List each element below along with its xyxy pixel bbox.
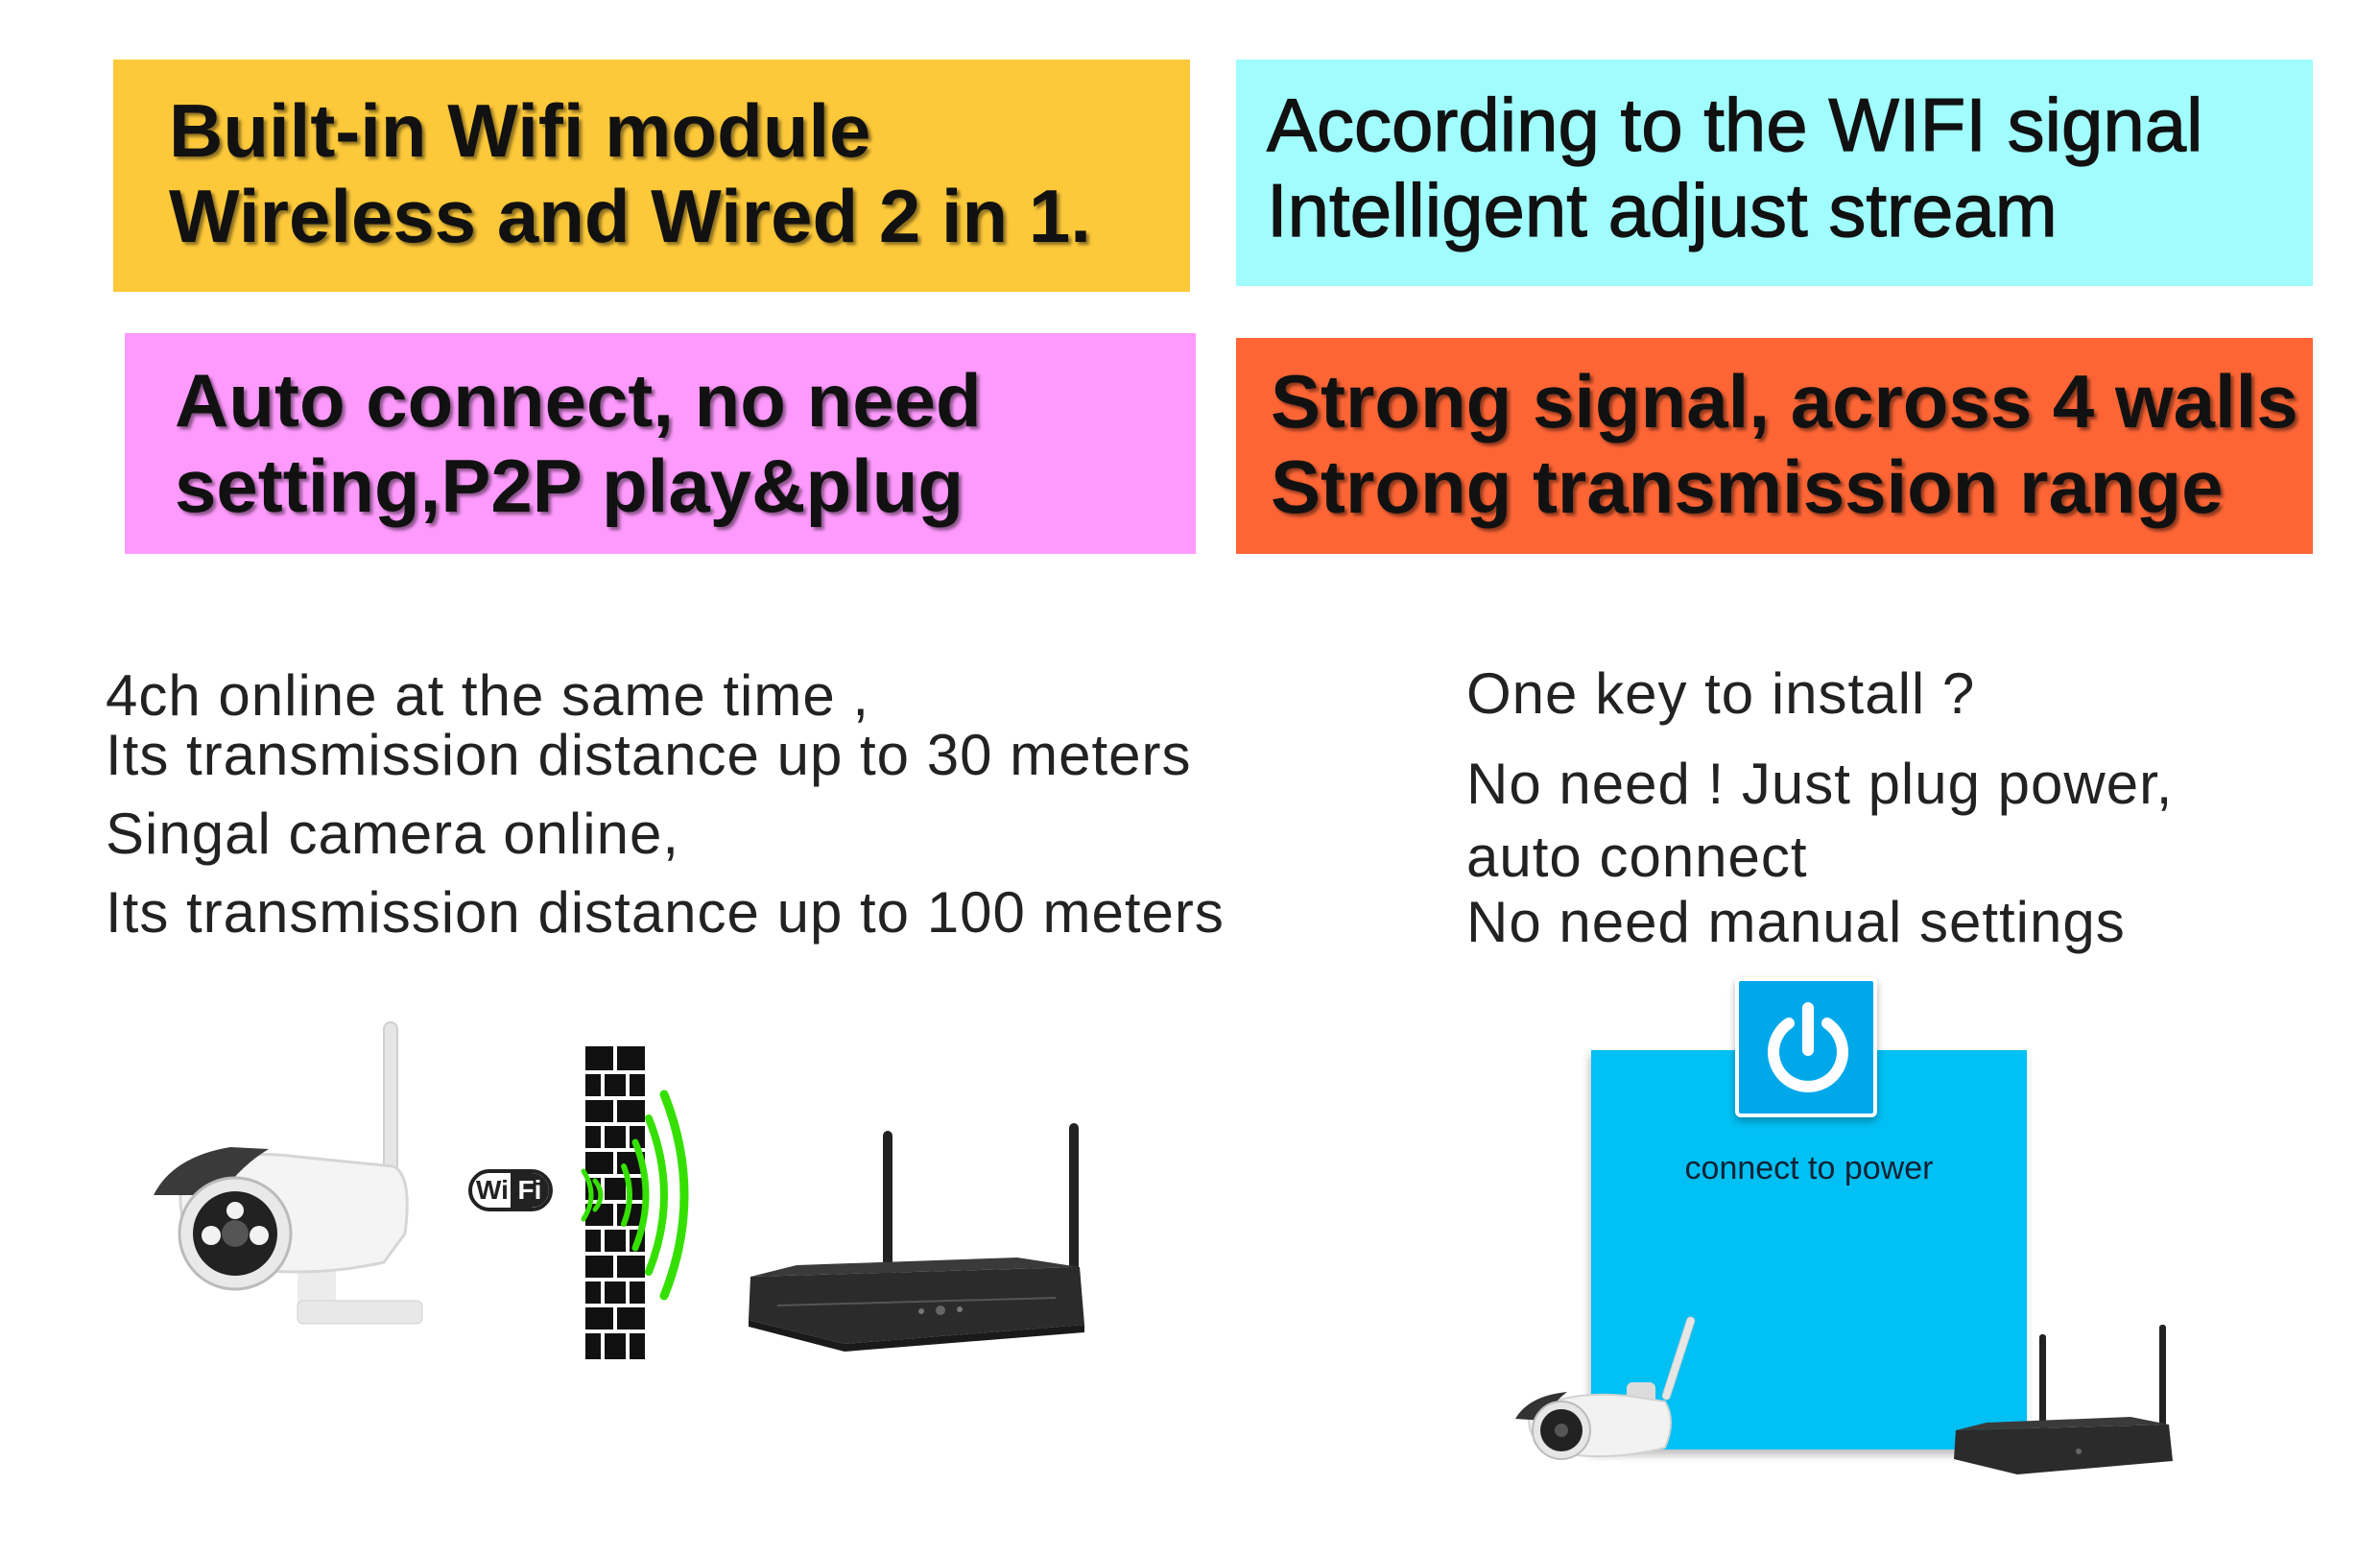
right-text-line1: One key to install ? [1466, 661, 1976, 726]
nvr-router-icon [749, 1123, 1084, 1352]
power-button[interactable] [1735, 977, 1877, 1117]
feature-strong-signal-text: Strong signal, across 4 walls Strong tra… [1271, 359, 2298, 530]
power-icon [1768, 1002, 1848, 1092]
feature-strong-signal-line2: Strong transmission range [1271, 443, 2224, 529]
feature-box-auto-connect: Auto connect, no need setting,P2P play&p… [125, 333, 1196, 554]
brick-wall-icon [585, 1046, 645, 1359]
right-text-line3: auto connect [1466, 825, 1808, 889]
feature-auto-connect-line2: setting,P2P play&plug [175, 443, 964, 528]
connect-to-power-label: connect to power [1684, 1150, 1934, 1186]
camera-icon [154, 1021, 423, 1325]
right-text-line2: No need ! Just plug power, [1466, 752, 2174, 816]
wifi-logo-fi: Fi [511, 1173, 549, 1208]
small-nvr-router-icon [1954, 1325, 2173, 1474]
feature-auto-connect-line1: Auto connect, no need [175, 358, 982, 443]
left-text-line2: Its transmission distance up to 30 meter… [106, 723, 1192, 787]
feature-wifi-signal-text: According to the WIFI signal Intelligent… [1266, 82, 2203, 253]
right-text-line4: No need manual settings [1466, 890, 2126, 954]
feature-wifi-module-line1: Built-in Wifi module [169, 88, 871, 173]
feature-box-wifi-signal: According to the WIFI signal Intelligent… [1236, 60, 2313, 286]
feature-wifi-module-line2: Wireless and Wired 2 in 1. [169, 173, 1091, 258]
feature-strong-signal-line1: Strong signal, across 4 walls [1271, 359, 2298, 443]
feature-wifi-signal-line2: Intelligent adjust stream [1266, 167, 2058, 252]
feature-box-strong-signal: Strong signal, across 4 walls Strong tra… [1236, 338, 2313, 554]
left-text-line1: 4ch online at the same time , [106, 663, 870, 728]
feature-box-wifi-module: Built-in Wifi module Wireless and Wired … [113, 60, 1190, 292]
wifi-logo-icon: Wi Fi [468, 1169, 553, 1211]
wifi-logo-wi: Wi [476, 1175, 509, 1205]
feature-wifi-signal-line1: According to the WIFI signal [1266, 82, 2203, 167]
feature-auto-connect-text: Auto connect, no need setting,P2P play&p… [175, 358, 982, 529]
signal-waves-icon [581, 1090, 689, 1301]
left-text-line4: Its transmission distance up to 100 mete… [106, 880, 1225, 945]
feature-wifi-module-text: Built-in Wifi module Wireless and Wired … [169, 88, 1091, 259]
small-camera-icon [1515, 1316, 1696, 1460]
left-text-line3: Singal camera online, [106, 802, 680, 866]
